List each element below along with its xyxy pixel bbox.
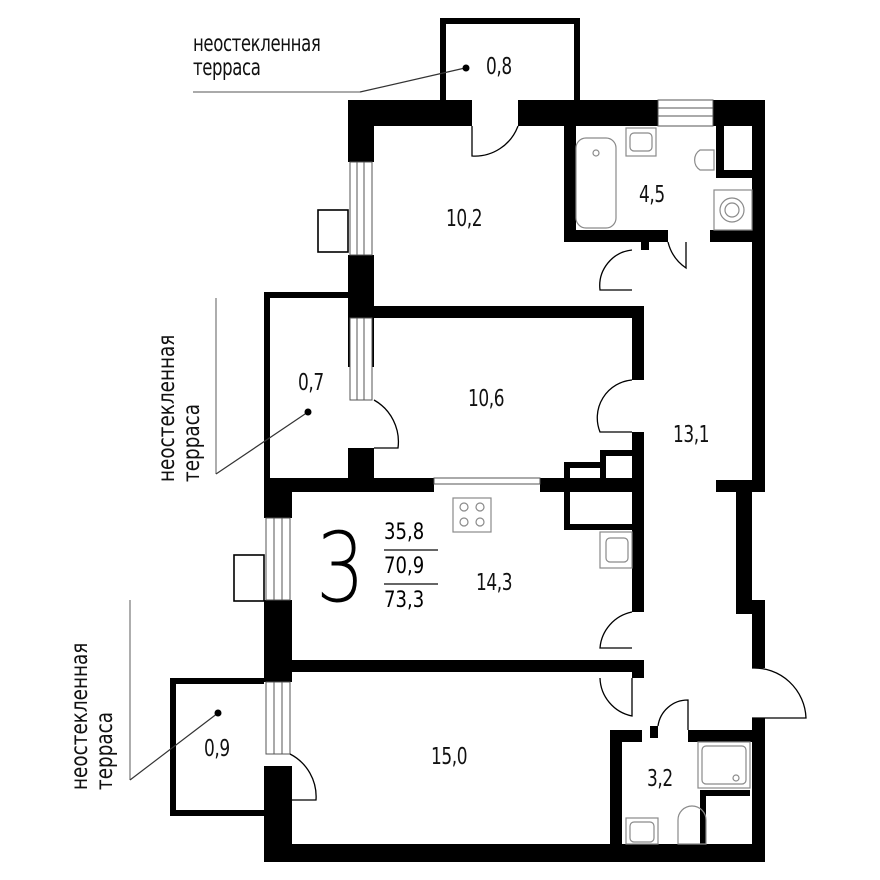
fraction-divider [384, 583, 438, 585]
windows [265, 99, 714, 755]
room-area-kitchen: 14,3 [476, 570, 513, 596]
terrace-label-line2: терраса [193, 55, 261, 81]
fixtures [452, 127, 753, 845]
terrace-label-line2: терраса [92, 711, 118, 790]
room-area-bedroom-middle: 10,6 [468, 386, 505, 412]
terrace-middle-area: 0,7 [298, 370, 324, 396]
living-area: 35,8 [384, 520, 425, 545]
room-area-hallway: 13,1 [673, 422, 710, 448]
area-summary: 35,8 70,9 73,3 [384, 520, 440, 614]
terrace-bottom-label: неостекленная терраса [67, 642, 118, 790]
terrace-top-outline [440, 18, 580, 100]
terrace-label-line2: терраса [179, 403, 205, 482]
terrace-label-line1: неостекленная [154, 334, 180, 482]
total-area-with-terraces: 73,3 [384, 588, 425, 613]
room-area-bathroom-top: 4,5 [639, 182, 665, 208]
terrace-label-line1: неостекленная [193, 31, 321, 57]
room-area-bathroom-bottom: 3,2 [647, 766, 673, 792]
room-area-bedroom-top: 10,2 [446, 206, 483, 232]
terrace-middle-label: неостекленная терраса [154, 334, 205, 482]
leader-lines [129, 64, 470, 781]
terrace-middle-outline [264, 292, 352, 482]
total-area: 70,9 [384, 554, 425, 579]
ac-boxes [233, 209, 349, 602]
rooms-count: 3 [316, 512, 365, 624]
terrace-label-line1: неостекленная [67, 642, 93, 790]
fraction-divider [384, 549, 438, 551]
room-area-bedroom-bottom: 15,0 [431, 744, 468, 770]
doors [289, 125, 807, 801]
terrace-top-area: 0,8 [486, 54, 512, 80]
terrace-bottom-area: 0,9 [204, 736, 230, 762]
terrace-top-label: неостекленная терраса [193, 31, 321, 81]
